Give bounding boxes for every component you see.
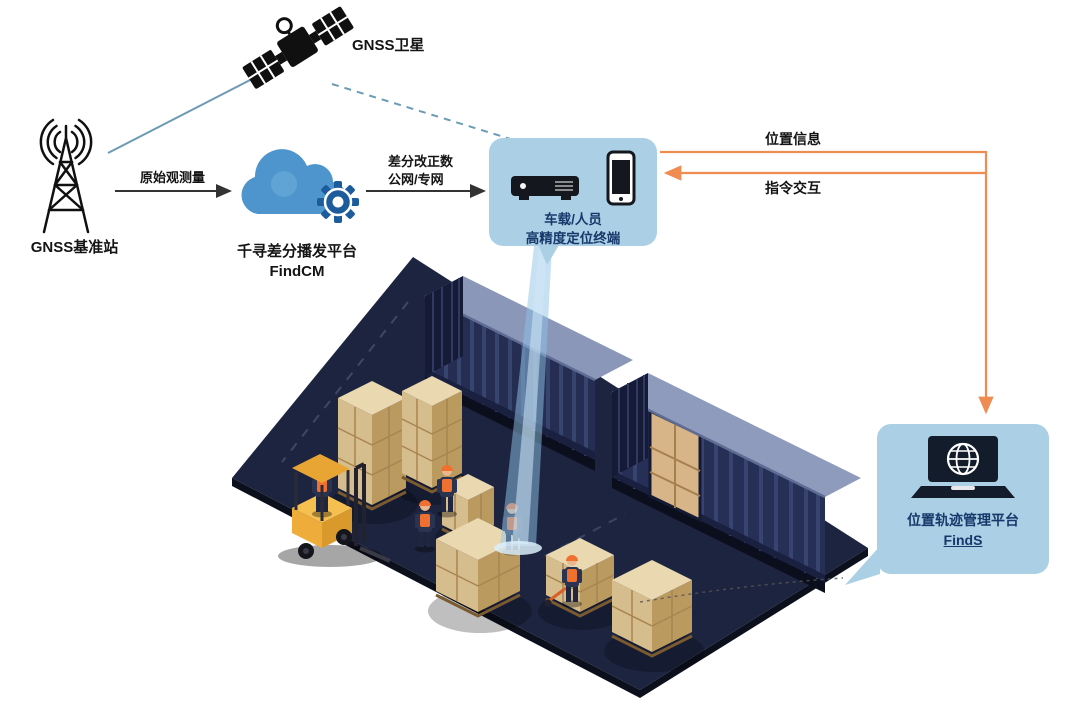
terminal-label-line1: 车载/人员 (544, 212, 602, 227)
floor (232, 257, 868, 690)
base-station-icon (39, 118, 93, 234)
connector-satellite-terminal (331, 83, 518, 142)
cloud-platform-name: 千寻差分播发平台 (236, 243, 357, 260)
box-stack (401, 376, 463, 494)
management-platform-name: 位置轨迹管理平台 (907, 512, 1019, 528)
base-station-label: GNSS基准站 (30, 239, 119, 256)
laptop-globe-icon (903, 436, 1023, 511)
management-platform-node: 位置轨迹管理平台 FindS (877, 424, 1049, 574)
pallet-boxes (611, 560, 693, 658)
edge-correction-line1: 差分改正数 (388, 154, 454, 169)
worker-with-pallet-jack (544, 555, 582, 608)
satellite-icon (242, 6, 354, 89)
edge-correction-label: 差分改正数 公网/专网 (388, 153, 498, 188)
terminal-icons (509, 150, 637, 211)
terminal-label-line2: 高精度定位终端 (525, 230, 621, 246)
satellite-label: GNSS卫星 (352, 37, 425, 54)
edge-correction-line2: 公网/专网 (388, 171, 444, 187)
connector-satellite-base (107, 75, 259, 154)
edge-raw-observation-label: 原始观测量 (139, 170, 205, 185)
terminal-callout-tail (536, 240, 562, 265)
arrow-position-info (660, 150, 994, 415)
finds-callout-tail (845, 546, 880, 585)
edge-command-label: 指令交互 (765, 180, 821, 196)
container-b (611, 373, 861, 593)
forklift (278, 454, 391, 567)
gnss-receiver-icon (509, 168, 593, 211)
positioning-beam (494, 246, 552, 555)
cloud-platform-icon (241, 149, 359, 223)
management-platform-product: FindS (943, 531, 983, 548)
smartphone-icon (605, 150, 637, 211)
warehouse-scene (232, 246, 868, 698)
gear-icon (317, 181, 359, 223)
edge-position-info-label: 位置信息 (765, 131, 821, 147)
cloud-platform-product: FindCM (269, 263, 325, 280)
terminal-node: 车载/人员 高精度定位终端 (489, 138, 657, 246)
